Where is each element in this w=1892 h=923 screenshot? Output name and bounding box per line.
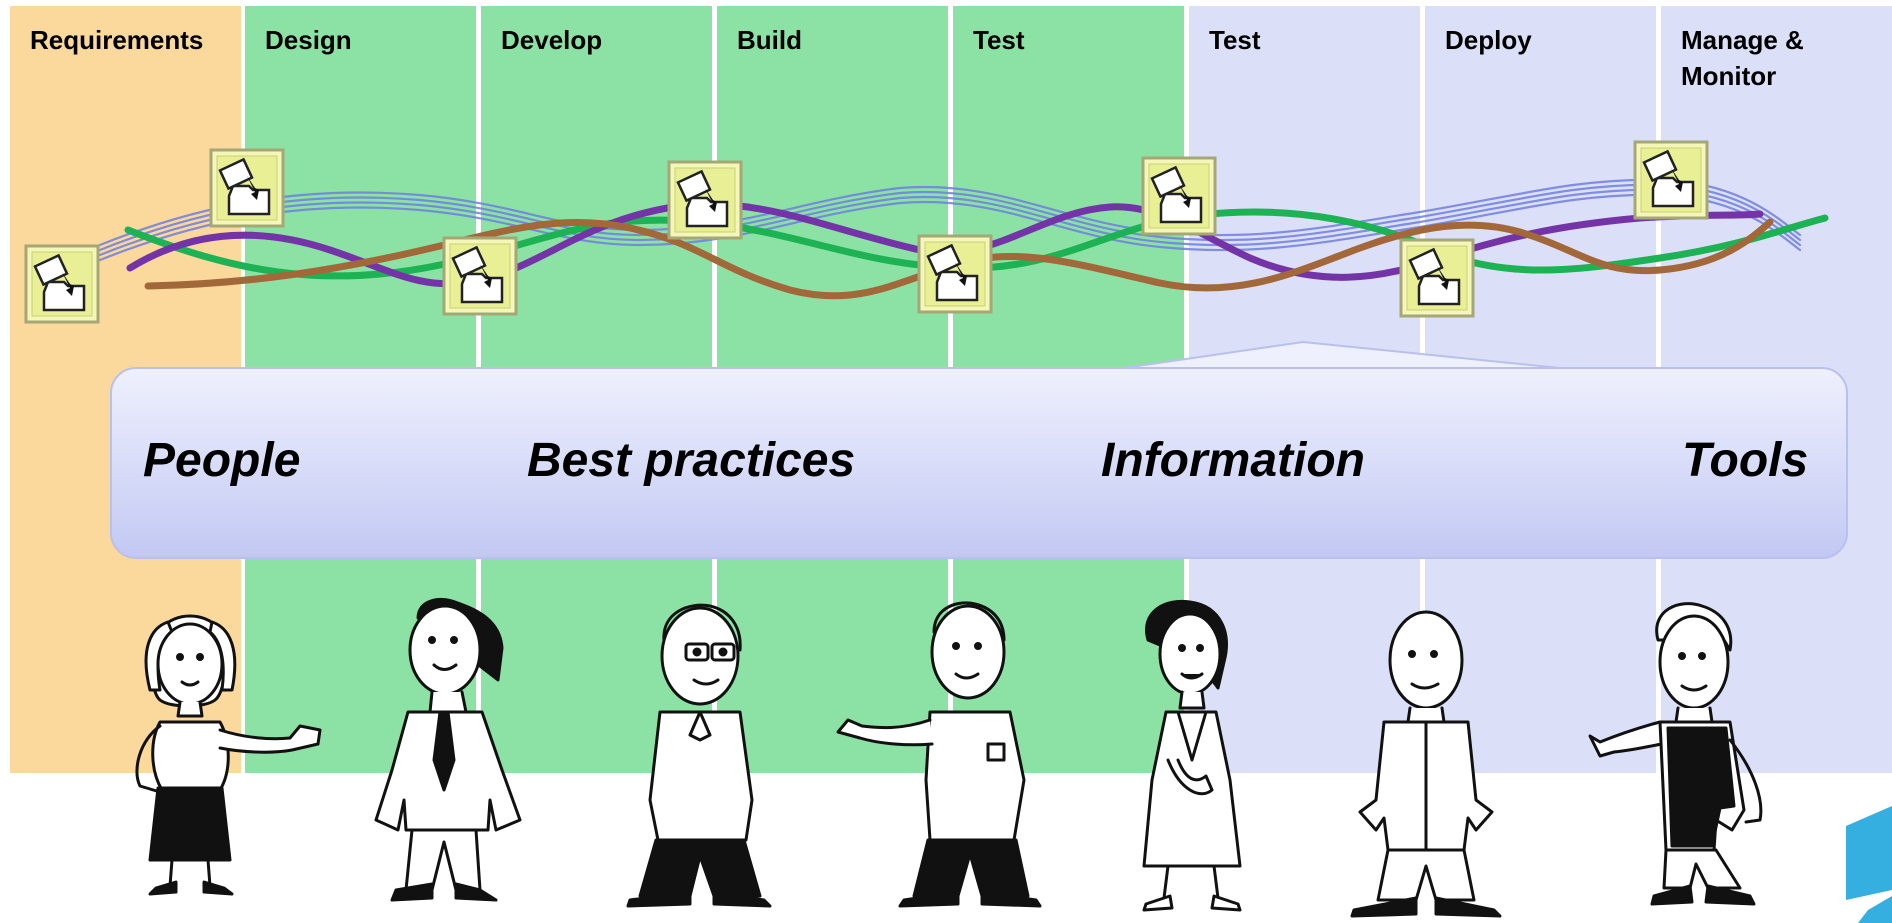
pillar-people: People xyxy=(143,434,301,487)
person-figure-icon xyxy=(374,597,522,902)
person-figure-icon xyxy=(626,603,772,908)
stage-label: Test xyxy=(1209,25,1261,55)
person-figure-icon xyxy=(836,601,1042,908)
person-figure-icon xyxy=(1142,599,1242,912)
person-figure-icon xyxy=(1350,610,1502,918)
pillar-best-practices: Best practices xyxy=(527,434,856,487)
stage-label: Build xyxy=(737,25,802,55)
stage-label: Requirements xyxy=(30,25,204,55)
blue-strand xyxy=(98,178,1802,262)
person-figure-icon xyxy=(1588,602,1763,906)
person-figure-icon xyxy=(135,614,322,896)
brown-strand xyxy=(144,218,1774,300)
stage-label: Develop xyxy=(501,25,603,55)
pillars-banner xyxy=(110,367,1848,559)
pillar-information: Information xyxy=(1101,434,1365,487)
stage-label: Manage & Monitor xyxy=(1681,25,1804,91)
pillar-tools: Tools xyxy=(1682,434,1809,487)
stage-label: Design xyxy=(265,25,352,55)
stage-label: Test xyxy=(973,25,1025,55)
stage-label: Deploy xyxy=(1445,25,1532,55)
